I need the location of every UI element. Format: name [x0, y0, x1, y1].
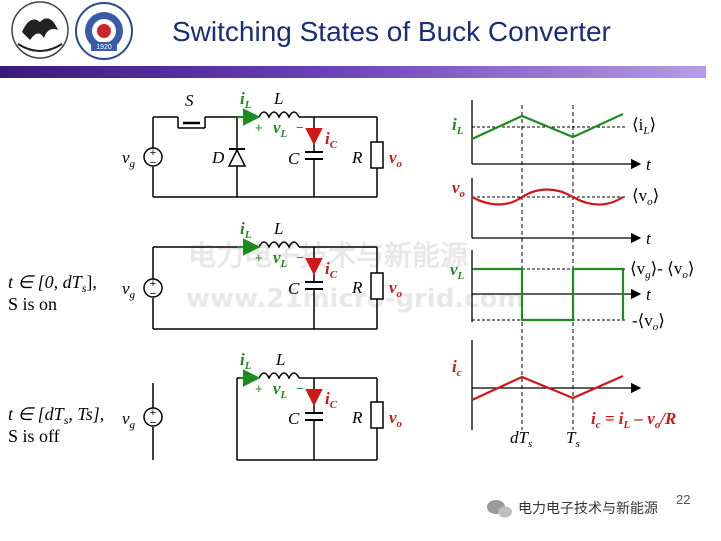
source-label-3: vg: [122, 409, 136, 431]
vL-plus-3: +: [255, 381, 263, 396]
src-plus-3: +: [150, 407, 156, 419]
wave-iL-label: iL: [452, 115, 464, 137]
wave-ic-label: ic: [452, 357, 462, 379]
inductor-label-1: L: [273, 89, 283, 108]
t-label-3: t: [646, 285, 652, 304]
vL-plus-2: +: [255, 250, 263, 265]
watermark-text: 电力电子技术与新能源: [188, 239, 469, 272]
vL-low-label: -⟨vo⟩: [632, 311, 665, 333]
page-number: 22: [676, 492, 691, 507]
src-plus-2: +: [150, 278, 156, 290]
vL-high-label: ⟨vg⟩- ⟨vo⟩: [630, 259, 694, 281]
seal-year: 1920: [96, 44, 112, 51]
src-plus-1: +: [150, 147, 156, 159]
vo-average-label: ⟨vo⟩: [632, 186, 659, 208]
resistor-label-1: R: [351, 148, 363, 167]
iL-average-label: ⟨iL⟩: [632, 115, 656, 137]
state-off-interval: t ∈ [dTs, Ts],: [8, 404, 104, 427]
iC-label-3: iC: [325, 389, 338, 411]
vL-label-2: vL: [273, 248, 288, 270]
state-off-text: S is off: [8, 426, 60, 446]
page-title: Switching States of Buck Converter: [172, 16, 611, 47]
t-label-1: t: [646, 155, 652, 174]
iL-waveform: [471, 113, 624, 140]
capacitor-label-2: C: [288, 279, 300, 298]
iL-label-1: iL: [240, 89, 252, 111]
buck-circuit-full: [143, 111, 384, 198]
iL-label-2: iL: [240, 219, 252, 241]
dTs-label: dTs: [510, 428, 532, 450]
iL-label-3: iL: [240, 350, 252, 372]
switch-label: S: [185, 91, 194, 110]
inductor-label-3: L: [275, 350, 285, 369]
inductor-label-2: L: [273, 219, 283, 238]
title-underline-bar: [0, 66, 706, 78]
vL-minus-3: −: [296, 381, 304, 396]
time-markers: [521, 105, 574, 430]
source-label-1: vg: [122, 148, 136, 170]
t-label-2: t: [646, 229, 652, 248]
footer-text: 电力电子技术与新能源: [518, 501, 658, 517]
university-seal-logo: 1920: [75, 2, 133, 60]
capacitor-label-3: C: [288, 409, 300, 428]
source-label-2: vg: [122, 279, 136, 301]
buck-circuit-off: [143, 372, 384, 461]
vL-label-3: vL: [273, 379, 288, 401]
wechat-icon: [487, 500, 512, 518]
vo-label-2: vo: [389, 278, 403, 300]
vo-waveform: [471, 188, 624, 206]
vL-plus-1: +: [255, 120, 263, 135]
state-on-interval: t ∈ [0, dTs],: [8, 272, 97, 295]
vL-waveform: [474, 267, 625, 322]
vL-minus-2: −: [296, 250, 304, 265]
src-minus-3: −: [150, 417, 156, 429]
diode-label: D: [211, 148, 225, 167]
state-on-text: S is on: [8, 294, 57, 314]
capacitor-label-1: C: [288, 149, 300, 168]
iC-label-1: iC: [325, 129, 338, 151]
iC-label-2: iC: [325, 259, 338, 281]
Ts-label: Ts: [566, 428, 580, 450]
vo-label-1: vo: [389, 148, 403, 170]
vL-label-1: vL: [273, 118, 288, 140]
ic-equation: ic = iL – vo/R: [591, 409, 676, 431]
watermark-url: www.21micro-grid.com: [186, 284, 525, 314]
ic-waveform: [471, 374, 624, 401]
zju-logo: [11, 1, 69, 59]
wave-vL-label: vL: [450, 260, 465, 282]
vL-minus-1: −: [296, 120, 304, 135]
wave-vo-label: vo: [452, 178, 466, 200]
resistor-label-3: R: [351, 408, 363, 427]
resistor-label-2: R: [351, 278, 363, 297]
vo-label-3: vo: [389, 408, 403, 430]
src-minus-2: −: [150, 288, 156, 300]
buck-circuit-on: [143, 241, 384, 330]
src-minus-1: −: [150, 157, 156, 169]
